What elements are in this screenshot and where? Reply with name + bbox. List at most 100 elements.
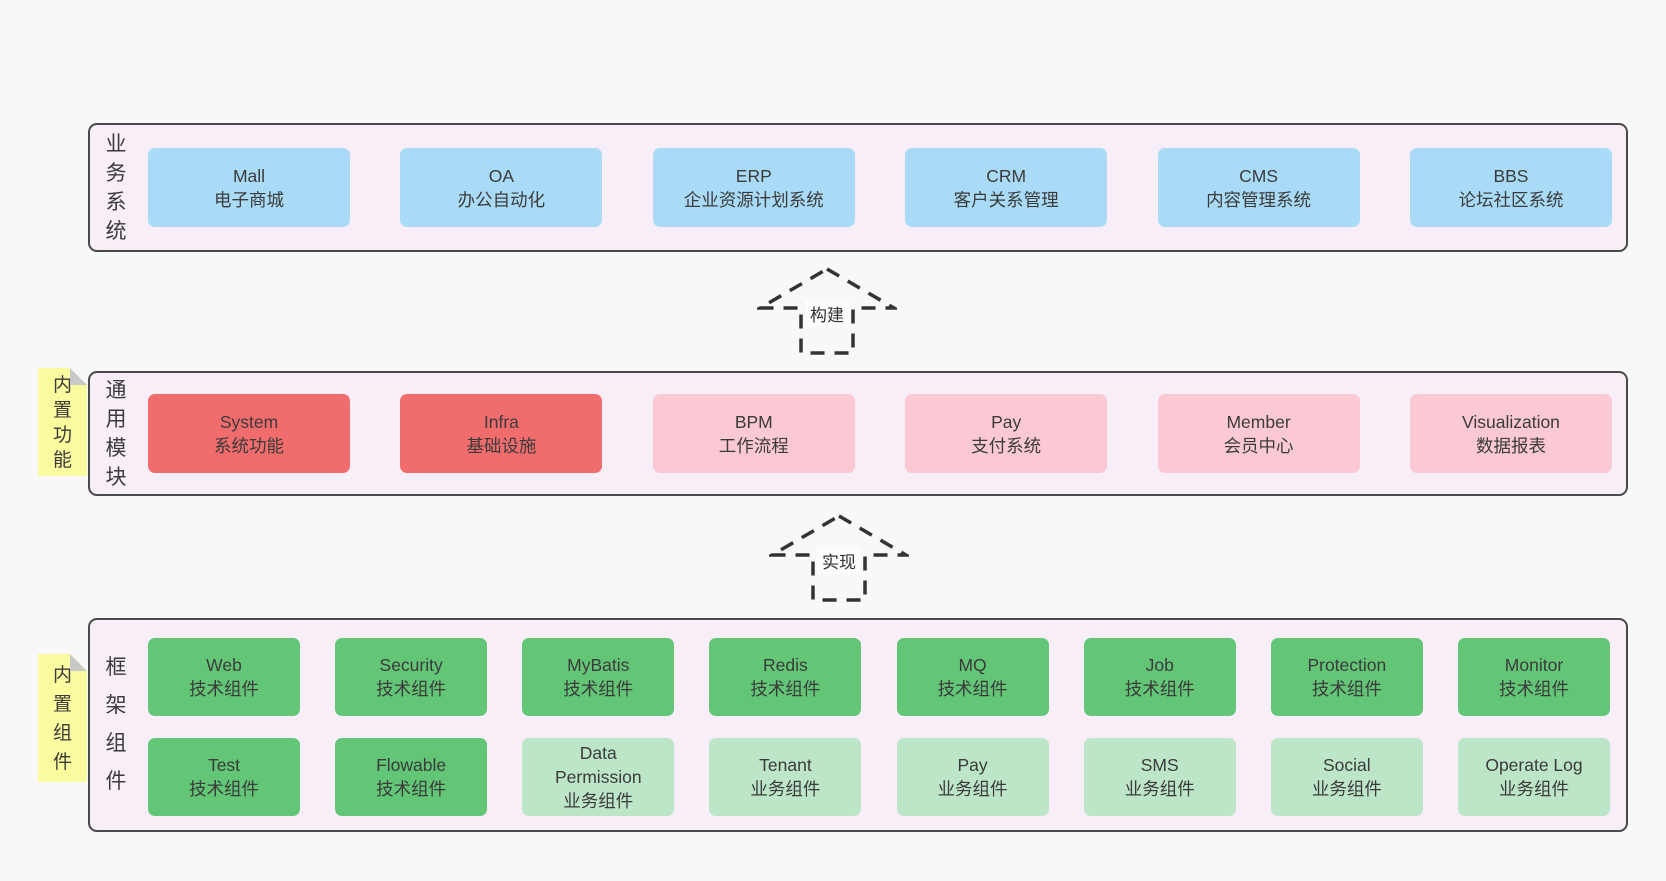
box-desc: 内容管理系统 xyxy=(1206,189,1312,210)
box-name: MyBatis xyxy=(567,655,630,675)
note-fold-icon xyxy=(70,654,87,671)
box-visualization: Visualization 数据报表 xyxy=(1409,394,1612,473)
note-builtin-components-label: 内置组件 xyxy=(52,665,72,773)
box-bpm: BPM 工作流程 xyxy=(652,394,855,473)
note-builtin-features-label: 内置功能 xyxy=(52,375,72,471)
box-desc: 办公自动化 xyxy=(457,189,546,210)
box-infra: Infra 基础设施 xyxy=(400,394,603,473)
box-name: Redis xyxy=(763,655,808,675)
box-desc: 技术组件 xyxy=(1498,679,1569,699)
box-name: CRM xyxy=(986,165,1027,186)
box-social: Social 业务组件 xyxy=(1270,738,1423,816)
box-desc: 技术组件 xyxy=(1311,679,1382,699)
box-name: System xyxy=(219,411,279,432)
box-name: Operate Log xyxy=(1485,755,1583,775)
note-fold-icon xyxy=(70,368,87,385)
box-name: Pay xyxy=(991,411,1022,432)
box-desc: 技术组件 xyxy=(376,779,447,799)
box-security: Security 技术组件 xyxy=(335,638,488,716)
box-name: Member xyxy=(1226,411,1291,432)
box-name: MQ xyxy=(958,655,987,675)
box-desc: 技术组件 xyxy=(563,679,634,699)
box-member: Member 会员中心 xyxy=(1157,394,1360,473)
box-desc: 技术组件 xyxy=(1124,679,1195,699)
box-desc: 企业资源计划系统 xyxy=(683,189,824,210)
arrow-up-implement: 实现 xyxy=(769,513,909,603)
box-desc: 技术组件 xyxy=(937,679,1008,699)
box-desc: 会员中心 xyxy=(1223,435,1294,456)
box-name: Infra xyxy=(483,411,519,432)
box-name: ERP xyxy=(735,165,772,186)
box-desc: 业务组件 xyxy=(1124,779,1195,799)
box-desc: 业务组件 xyxy=(1311,779,1382,799)
box-mq: MQ 技术组件 xyxy=(896,638,1049,716)
box-name: Social xyxy=(1323,755,1371,775)
dashed-up-arrow-icon xyxy=(757,266,897,355)
box-name: Tenant xyxy=(759,755,812,775)
box-desc: 基础设施 xyxy=(466,435,537,456)
arrow-implement-label: 实现 xyxy=(817,547,861,574)
arrow-build-label: 构建 xyxy=(805,300,849,327)
box-pay: Pay 支付系统 xyxy=(905,394,1108,473)
box-name: CMS xyxy=(1239,165,1278,186)
box-mall: Mall 电子商城 xyxy=(148,148,350,227)
box-tenant: Tenant 业务组件 xyxy=(709,738,862,816)
box-name: Pay xyxy=(957,755,988,775)
sticky-note-builtin-features: 内置功能 xyxy=(38,368,87,476)
box-name: Security xyxy=(379,655,443,675)
box-name: Protection xyxy=(1307,655,1387,675)
box-desc: 技术组件 xyxy=(189,679,259,699)
box-job: Job 技术组件 xyxy=(1083,638,1236,716)
box-mybatis: MyBatis 技术组件 xyxy=(522,638,675,716)
box-name: Mall xyxy=(232,165,266,186)
box-data-permission: Data Permission 业务组件 xyxy=(522,738,675,816)
box-desc: 业务组件 xyxy=(1498,779,1569,799)
box-name: BPM xyxy=(734,411,773,432)
box-desc: 业务组件 xyxy=(937,779,1008,799)
box-desc: 技术组件 xyxy=(750,679,821,699)
box-redis: Redis 技术组件 xyxy=(709,638,862,716)
box-monitor: Monitor 技术组件 xyxy=(1457,638,1610,716)
box-oa: OA 办公自动化 xyxy=(400,148,603,227)
box-pay: Pay 业务组件 xyxy=(896,738,1049,816)
box-name: SMS xyxy=(1140,755,1179,775)
box-cms: CMS 内容管理系统 xyxy=(1157,148,1360,227)
panel-framework-components-label: 框架组件 xyxy=(105,656,127,793)
box-operate-log: Operate Log 业务组件 xyxy=(1457,738,1610,816)
box-desc: 业务组件 xyxy=(563,791,634,811)
box-protection: Protection 技术组件 xyxy=(1270,638,1423,716)
dashed-up-arrow-icon xyxy=(769,513,909,602)
box-name: Visualization xyxy=(1461,411,1560,432)
box-desc: 论坛社区系统 xyxy=(1458,189,1564,210)
box-desc: 客户关系管理 xyxy=(953,189,1059,210)
panel-business-systems-label: 业务系统 xyxy=(105,132,127,243)
box-desc: 支付系统 xyxy=(971,435,1042,456)
box-desc: 数据报表 xyxy=(1475,435,1546,456)
panel-business-systems: 业务系统 Mall 电子商城 OA 办公自动化 ERP 企业资源计划系统 CRM 客户关系管理… xyxy=(88,123,1628,252)
box-name: Job xyxy=(1145,655,1174,675)
business-systems-row: Mall 电子商城 OA 办公自动化 ERP 企业资源计划系统 CRM 客户关系管理 CMS 内容… xyxy=(148,125,1612,250)
box-desc: 电子商城 xyxy=(214,189,284,210)
box-desc: 技术组件 xyxy=(376,679,447,699)
box-name: OA xyxy=(488,165,515,186)
panel-common-modules-label: 通用模块 xyxy=(105,378,127,489)
box-desc: 技术组件 xyxy=(189,779,259,799)
sticky-note-builtin-components: 内置组件 xyxy=(38,654,87,782)
box-name: Data Permission xyxy=(555,743,642,787)
box-desc: 业务组件 xyxy=(750,779,821,799)
box-flowable: Flowable 技术组件 xyxy=(335,738,488,816)
box-name: Monitor xyxy=(1504,655,1564,675)
box-name: Flowable xyxy=(376,755,447,775)
box-desc: 工作流程 xyxy=(718,435,789,456)
arrow-up-build: 构建 xyxy=(757,266,897,356)
